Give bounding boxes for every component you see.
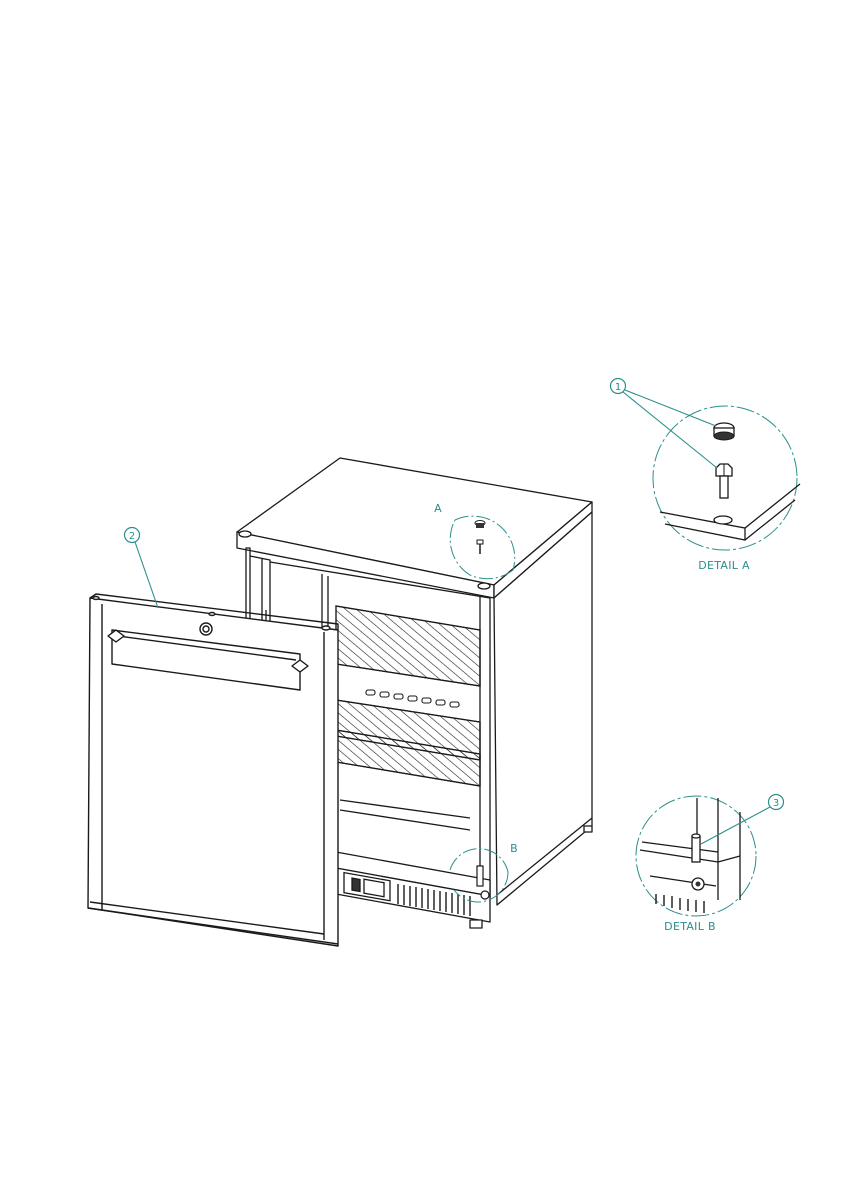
callout-1: 1 [611,379,718,469]
cap-plug-icon [714,423,734,440]
callout-3: 3 [701,795,784,845]
door-panel [88,594,338,946]
marker-b-label: B [510,842,518,855]
detail-b-view: DETAIL B [636,796,756,933]
callout-1-label: 1 [615,382,621,393]
hinge-pin-icon [692,834,704,890]
shelf-slots [366,690,459,707]
detail-a-label: DETAIL A [698,559,750,572]
detail-a-view: DETAIL A [653,406,800,572]
callout-3-label: 3 [773,798,779,809]
wire-shelf-upper [336,606,480,686]
marker-a-label: A [434,502,442,515]
hinge-bolt-icon [716,464,732,498]
callout-2-label: 2 [129,531,135,542]
callout-2: 2 [125,528,159,609]
detail-b-label: DETAIL B [664,920,716,933]
